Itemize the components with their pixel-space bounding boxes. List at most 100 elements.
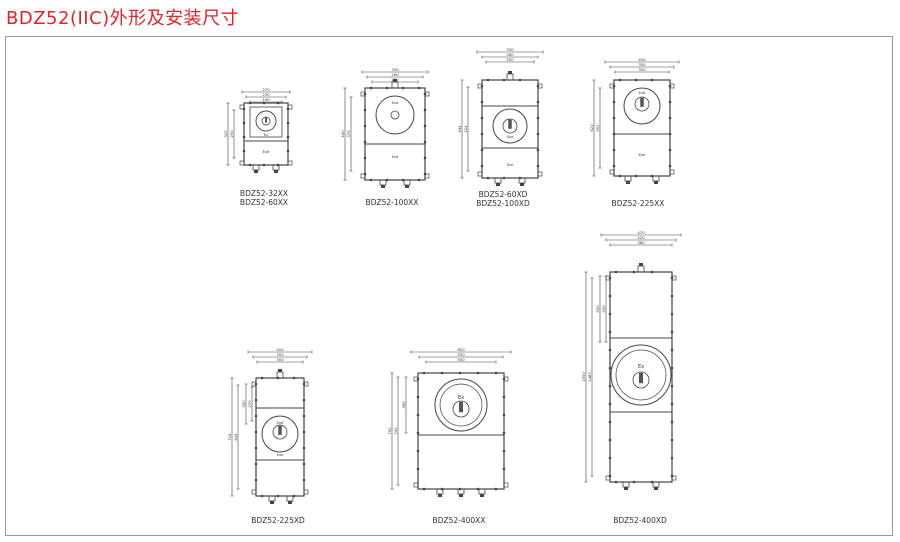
- gland-cap: [438, 494, 442, 497]
- bolt: [634, 174, 638, 178]
- bolt: [416, 395, 420, 399]
- dimension-label: 470: [637, 230, 645, 235]
- bolt: [302, 462, 306, 466]
- dimension-label: 644: [233, 433, 238, 441]
- mounting-feet: [605, 275, 677, 481]
- cable-gland: [622, 481, 630, 490]
- gland-body: [268, 495, 276, 502]
- bolt: [670, 366, 674, 370]
- gland-cap: [480, 494, 484, 497]
- cable-gland: [518, 177, 526, 186]
- dimension-label: 500: [595, 305, 600, 313]
- bolt: [536, 100, 540, 104]
- dimension-label: 494: [457, 125, 462, 133]
- mounting-foot: [413, 482, 419, 488]
- bolt: [416, 449, 420, 453]
- switch-dial: [634, 96, 650, 112]
- bolt: [670, 402, 674, 406]
- bolt: [369, 86, 373, 90]
- ex-marking: Ex: [458, 395, 464, 401]
- bolt: [608, 402, 612, 406]
- dimension-label: 330: [506, 47, 514, 52]
- switch-lever: [639, 372, 643, 384]
- bolt: [612, 164, 616, 168]
- dimension-label: 190: [262, 97, 270, 102]
- bolt: [276, 101, 280, 105]
- dimension-label: 500: [601, 305, 606, 313]
- mounting-foot: [424, 173, 430, 179]
- bolt: [302, 414, 306, 418]
- bolt: [668, 132, 672, 136]
- mounting-foot: [503, 482, 509, 488]
- bolt: [286, 121, 290, 125]
- bolt: [502, 78, 506, 82]
- ex-marking: Exd: [392, 101, 399, 105]
- gland-body: [637, 265, 645, 273]
- bolt: [518, 78, 522, 82]
- caption-d7: BDZ52-400XD: [580, 516, 700, 525]
- mounting-foot: [669, 83, 675, 89]
- caption-line: BDZ52-32XX: [239, 189, 289, 198]
- upper-chamber: [249, 106, 283, 138]
- dimension-label: 250: [506, 57, 514, 62]
- cable-gland: [637, 263, 645, 273]
- gland-cap: [654, 181, 658, 184]
- mounting-foot: [239, 104, 245, 110]
- gland-cap: [405, 185, 409, 188]
- mounting-foot: [477, 83, 483, 89]
- bolt: [502, 413, 506, 417]
- bolt: [536, 116, 540, 120]
- mounting-foot: [360, 91, 366, 97]
- bolt: [614, 480, 618, 484]
- mounting-foot: [239, 160, 245, 166]
- mounting-foot: [609, 83, 615, 89]
- bolt: [502, 449, 506, 453]
- dimension-label: 400: [276, 347, 284, 352]
- cover-circle: [255, 110, 277, 132]
- bolt: [262, 163, 266, 167]
- dimension-label: 550: [457, 352, 465, 357]
- gland-body: [652, 175, 660, 182]
- switch-lever: [508, 119, 512, 129]
- mounting-feet: [251, 381, 309, 495]
- bolt: [608, 312, 612, 316]
- bolt: [480, 132, 484, 136]
- bolt: [302, 430, 306, 434]
- bolt: [248, 101, 252, 105]
- ex-marking: Ex: [638, 364, 644, 370]
- bolt: [608, 348, 612, 352]
- mounting-foot: [537, 83, 543, 89]
- mounting-foot: [251, 381, 257, 387]
- bolt: [670, 348, 674, 352]
- bolt: [480, 164, 484, 168]
- dimension-label: 320: [223, 130, 228, 138]
- ex-marking: Exe: [277, 453, 284, 457]
- bolt: [486, 176, 490, 180]
- gland-cap: [270, 501, 274, 504]
- mounting-feet: [239, 104, 293, 166]
- bolt: [363, 124, 367, 128]
- dimension-label: 300: [276, 357, 284, 362]
- mounting-foot: [669, 169, 675, 175]
- switch-lever: [265, 117, 267, 123]
- indicator-lamp: [390, 110, 400, 120]
- dimension-label: 250: [229, 130, 234, 138]
- page-title: BDZ52(IIC)外形及安装尺寸: [6, 8, 240, 29]
- mounting-foot: [287, 104, 293, 110]
- cable-gland: [272, 164, 280, 173]
- mounting-feet: [477, 83, 543, 177]
- bolt: [302, 478, 306, 482]
- switch-lever: [459, 401, 463, 413]
- ex-marking: Exd: [507, 135, 514, 139]
- bolt: [302, 398, 306, 402]
- ex-marking: Exe: [639, 153, 646, 157]
- gland-body: [494, 177, 502, 184]
- ex-marking: Ex: [641, 357, 642, 358]
- bolt: [416, 467, 420, 471]
- caption-d3: BDZ52-60XD BDZ52-100XD: [443, 190, 563, 208]
- bolt: [254, 462, 258, 466]
- bolt: [670, 294, 674, 298]
- switch-dial: [272, 424, 288, 440]
